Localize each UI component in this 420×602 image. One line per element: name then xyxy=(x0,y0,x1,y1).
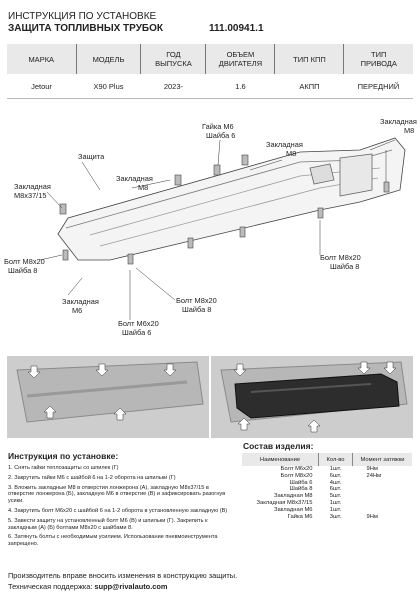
cell-gearbox: АКПП xyxy=(274,74,344,99)
instruction-step: 1. Снять гайки теплозащиты со шпилек (Г) xyxy=(8,465,119,471)
components-header-row: Наименование Кол-во Момент затяжки xyxy=(242,453,412,466)
diagram-labels: Защита Гайка М6 Шайба 6 Закладная М8 Зак… xyxy=(4,117,417,337)
header-line-1: ИНСТРУКЦИЯ ПО УСТАНОВКЕ xyxy=(8,11,157,22)
support-label: Техническая поддержка: xyxy=(8,582,93,591)
instructions-list: 1. Снять гайки теплозащиты со шпилек (Г)… xyxy=(8,462,228,548)
svg-text:Закладная: Закладная xyxy=(14,182,51,191)
svg-text:Гайка М6: Гайка М6 xyxy=(202,122,234,131)
instruction-step: 6. Затянуть болты с необходимым усилием.… xyxy=(8,534,218,548)
photo-before-install xyxy=(7,356,209,438)
header-title: ЗАЩИТА ТОПЛИВНЫХ ТРУБОК xyxy=(8,23,163,34)
svg-text:Шайба 8: Шайба 8 xyxy=(330,262,359,271)
fastener-markers xyxy=(59,154,390,265)
svg-text:М6: М6 xyxy=(72,306,82,315)
svg-text:М8: М8 xyxy=(286,149,296,158)
svg-text:Закладная: Закладная xyxy=(116,174,153,183)
svg-text:Шайба 6: Шайба 6 xyxy=(122,328,151,337)
assembly-diagram: Защита Гайка М6 Шайба 6 Закладная М8 Зак… xyxy=(4,117,417,337)
svg-text:М8: М8 xyxy=(138,183,148,192)
svg-text:Болт М8х20: Болт М8х20 xyxy=(4,257,45,266)
instructions-title: Инструкция по установке: xyxy=(8,451,119,461)
footer-note: Производитель вправе вносить изменения в… xyxy=(8,571,238,580)
svg-text:Болт М6х20: Болт М6х20 xyxy=(118,319,159,328)
svg-text:М8: М8 xyxy=(404,126,414,135)
cell-year: 2023- xyxy=(140,74,206,99)
instruction-step: 2. Закрутить гайки М6 с шайбой 6 на 1-2 … xyxy=(8,474,176,481)
cell-drive: ПЕРЕДНИЙ xyxy=(343,74,413,99)
svg-text:Шайба 6: Шайба 6 xyxy=(206,131,235,140)
col-gearbox: ТИП КПП xyxy=(274,44,345,74)
leader-lines xyxy=(39,139,396,320)
svg-text:Закладная: Закладная xyxy=(380,117,417,126)
protection-plate xyxy=(57,137,406,261)
footer-support: Техническая поддержка: supp@rivalauto.co… xyxy=(8,582,167,591)
col-brand: МАРКА xyxy=(7,44,77,74)
components-table: Наименование Кол-во Момент затяжки Болт … xyxy=(242,453,412,520)
instruction-step: 5. Завести защиту на установленный болт … xyxy=(8,517,208,531)
product-code: 111.00941.1 xyxy=(209,23,264,34)
col-model: МОДЕЛЬ xyxy=(76,44,142,74)
photo-after-install xyxy=(211,356,413,438)
support-email[interactable]: supp@rivalauto.com xyxy=(94,582,168,591)
svg-text:М8х37/15: М8х37/15 xyxy=(14,191,46,200)
col-name: Наименование xyxy=(242,453,319,466)
cell-brand: Jetour xyxy=(7,74,77,99)
svg-text:Болт М8х20: Болт М8х20 xyxy=(320,253,361,262)
components-title: Состав изделия: xyxy=(243,441,314,451)
col-qty: Кол-во xyxy=(318,453,353,466)
svg-text:Закладная: Закладная xyxy=(62,297,99,306)
svg-text:Шайба 8: Шайба 8 xyxy=(8,266,37,275)
instruction-step: 4. Закрутить болт М6х20 с шайбой 6 на 1-… xyxy=(8,507,228,514)
spec-row: Jetour X90 Plus 2023- 1.6 АКПП ПЕРЕДНИЙ xyxy=(7,74,413,99)
cell-model: X90 Plus xyxy=(76,74,141,99)
cell-engine: 1.6 xyxy=(205,74,275,99)
instruction-step: 3. Вложить закладные М8 в отверстия лонж… xyxy=(8,484,226,505)
col-torque: Момент затяжки xyxy=(352,453,412,466)
svg-text:Болт М8х20: Болт М8х20 xyxy=(176,296,217,305)
svg-text:Закладная: Закладная xyxy=(266,140,303,149)
svg-text:Защита: Защита xyxy=(78,152,105,161)
svg-text:Шайба 8: Шайба 8 xyxy=(182,305,211,314)
